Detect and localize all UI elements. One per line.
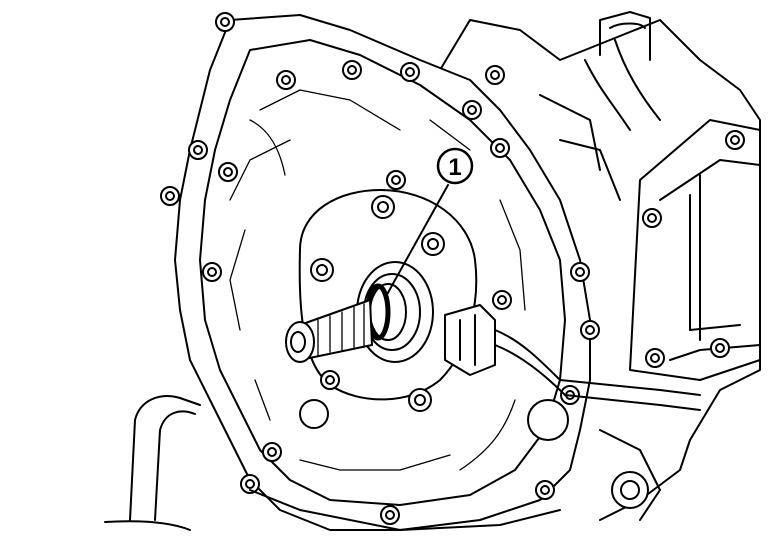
input-shaft-assembly <box>285 261 434 363</box>
flange-bolts <box>160 12 600 525</box>
transmission-case-rear <box>439 11 761 521</box>
support-stand <box>104 395 201 531</box>
side-cover-plate <box>629 119 761 381</box>
callout-1-circle <box>436 147 474 185</box>
callout-1-label: 1 <box>448 154 461 181</box>
callout-1: 1 <box>384 147 474 299</box>
lower-case <box>249 399 661 531</box>
sensor-connector <box>444 290 701 411</box>
